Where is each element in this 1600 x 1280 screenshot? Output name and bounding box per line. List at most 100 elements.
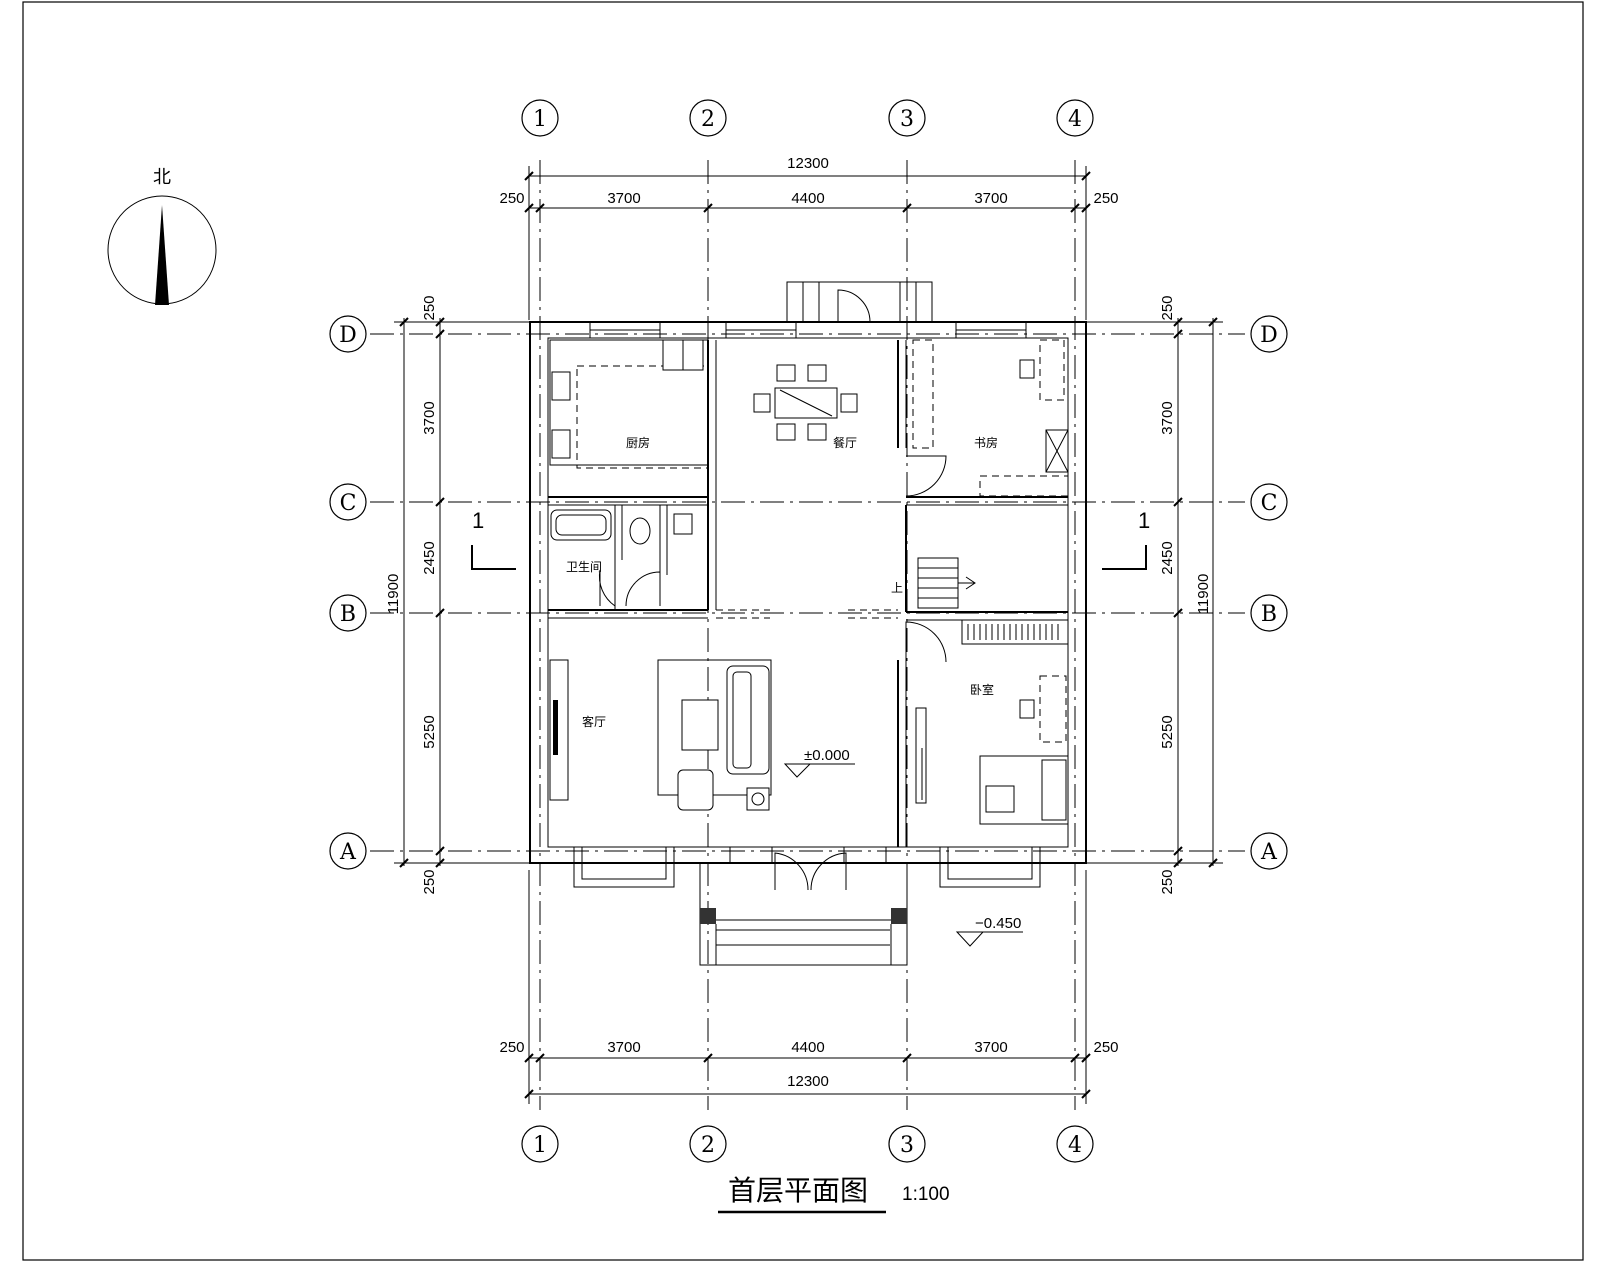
sofa-icon (726, 665, 770, 775)
armchair-icon (677, 769, 714, 811)
sheet-frame (22, 1, 1584, 1261)
tv-icon (553, 700, 558, 755)
left-dim-seg-5: 250 (421, 869, 438, 894)
bottom-dim-seg-3: 4400 (791, 1039, 824, 1056)
main-door-left-leaf (774, 852, 809, 891)
axis-bubbles-left: D C B A (329, 315, 367, 870)
left-total-dimension: 11900 (385, 574, 402, 615)
stair-label-up: 上 (891, 581, 903, 595)
living-room: 客厅 ±0.000 (549, 659, 855, 811)
wardrobe-hangers (967, 624, 1059, 640)
right-total-dimension: 11900 (1195, 574, 1212, 615)
top-dim-seg-4: 3700 (974, 190, 1007, 207)
stair: 上 (891, 557, 976, 609)
left-dimension-chain: 250 3700 2450 5250 250 11900 (385, 295, 530, 895)
study-door-swing (905, 455, 947, 497)
bookshelf-icon (912, 339, 934, 449)
right-dim-seg-1: 250 (1159, 295, 1176, 320)
drawing-title: 首层平面图 (728, 1175, 868, 1206)
study: 书房 (905, 339, 1069, 497)
top-dim-seg-3: 4400 (791, 190, 824, 207)
coffee-table-icon (681, 699, 719, 751)
top-dim-seg-2: 3700 (607, 190, 640, 207)
axis-label-D-left: D (339, 323, 357, 348)
bottom-total-dimension: 12300 (787, 1073, 829, 1090)
exterior-wall-inner (547, 337, 1069, 848)
left-dim-seg-1: 250 (421, 295, 438, 320)
main-door-right-leaf (810, 852, 847, 891)
axis-bubbles-bottom: 1 2 3 4 (521, 1125, 1094, 1163)
desk-icon (1039, 339, 1065, 401)
top-dim-seg-1: 250 (499, 190, 524, 207)
wardrobe-side-icon (915, 707, 927, 804)
bottom-dim-seg-4: 3700 (974, 1039, 1007, 1056)
right-dim-seg-2: 3700 (1159, 401, 1176, 434)
side-table-icon (746, 787, 770, 811)
axis-label-1-top: 1 (533, 107, 547, 132)
drawing-title-block: 首层平面图 1:100 (718, 1175, 950, 1214)
wardrobe-icon (961, 619, 1069, 645)
left-dim-seg-2: 3700 (421, 401, 438, 434)
dining: 餐厅 (753, 364, 858, 450)
section-mark-right: 1 (1102, 508, 1150, 570)
section-mark-left-label: 1 (472, 508, 484, 533)
axis-label-A-right: A (1260, 840, 1278, 865)
right-dimension-chain: 250 3700 2450 5250 250 11900 (1086, 295, 1223, 895)
room-label-kitchen: 厨房 (626, 435, 650, 450)
room-label-dining: 餐厅 (833, 435, 857, 450)
right-dim-seg-5: 250 (1159, 869, 1176, 894)
kitchen: 厨房 (549, 339, 709, 469)
top-dim-seg-5: 250 (1093, 190, 1118, 207)
bedroom-door-swing (905, 621, 947, 663)
left-dim-seg-4: 5250 (421, 715, 438, 748)
bedroom: 卧室 (905, 619, 1069, 825)
bottom-dimension-chain: 250 3700 4400 3700 250 12300 (499, 870, 1119, 1104)
chair-icon (776, 364, 796, 382)
tv-cabinet-icon (549, 659, 569, 801)
axis-label-D-right: D (1260, 323, 1278, 348)
north-label: 北 (153, 167, 171, 187)
right-dim-seg-4: 5250 (1159, 715, 1176, 748)
axis-label-3-bottom: 3 (900, 1133, 914, 1158)
room-label-study: 书房 (974, 435, 998, 450)
pillow-icon (985, 785, 1015, 813)
axis-label-C-left: C (340, 491, 357, 516)
chair-icon (840, 393, 858, 413)
axis-label-C-right: C (1261, 491, 1278, 516)
elevation-outdoor: −0.450 (975, 915, 1021, 932)
bottom-dim-seg-5: 250 (1093, 1039, 1118, 1056)
north-arrow: 北 (107, 167, 217, 305)
axis-label-4-top: 4 (1068, 107, 1082, 132)
room-label-living: 客厅 (582, 714, 606, 729)
bathroom: 卫生间 (550, 509, 693, 607)
windows (573, 321, 1041, 888)
cabinet-icon (1045, 429, 1069, 473)
building-walls (529, 321, 1087, 864)
top-total-dimension: 12300 (787, 155, 829, 172)
drawing-scale: 1:100 (902, 1184, 950, 1205)
north-door-swing (837, 289, 871, 323)
office-chair-icon (1019, 699, 1035, 719)
chair-icon (753, 393, 771, 413)
office-chair-icon (1019, 359, 1035, 379)
south-porch (699, 852, 908, 966)
stove-icon (551, 429, 571, 459)
porch-column-right (891, 908, 907, 924)
washbasin-icon (673, 513, 693, 535)
elevation-indoor: ±0.000 (804, 747, 850, 764)
carpet-icon (657, 659, 772, 796)
axis-label-B-right: B (1261, 602, 1277, 627)
chair-icon (807, 423, 827, 441)
section-mark-left: 1 (471, 508, 516, 570)
bathtub-icon (550, 509, 612, 541)
toilet-icon (629, 517, 651, 545)
chair-icon (776, 423, 796, 441)
porch-column-left (700, 908, 716, 924)
outdoor-elevation: −0.450 (955, 915, 1023, 947)
room-label-bedroom: 卧室 (970, 682, 994, 697)
axis-bubbles-right: D C B A (1250, 315, 1288, 870)
axis-label-1-bottom: 1 (533, 1133, 547, 1158)
room-label-bathroom: 卫生间 (566, 560, 602, 574)
axis-bubbles-top: 1 2 3 4 (521, 99, 1094, 137)
